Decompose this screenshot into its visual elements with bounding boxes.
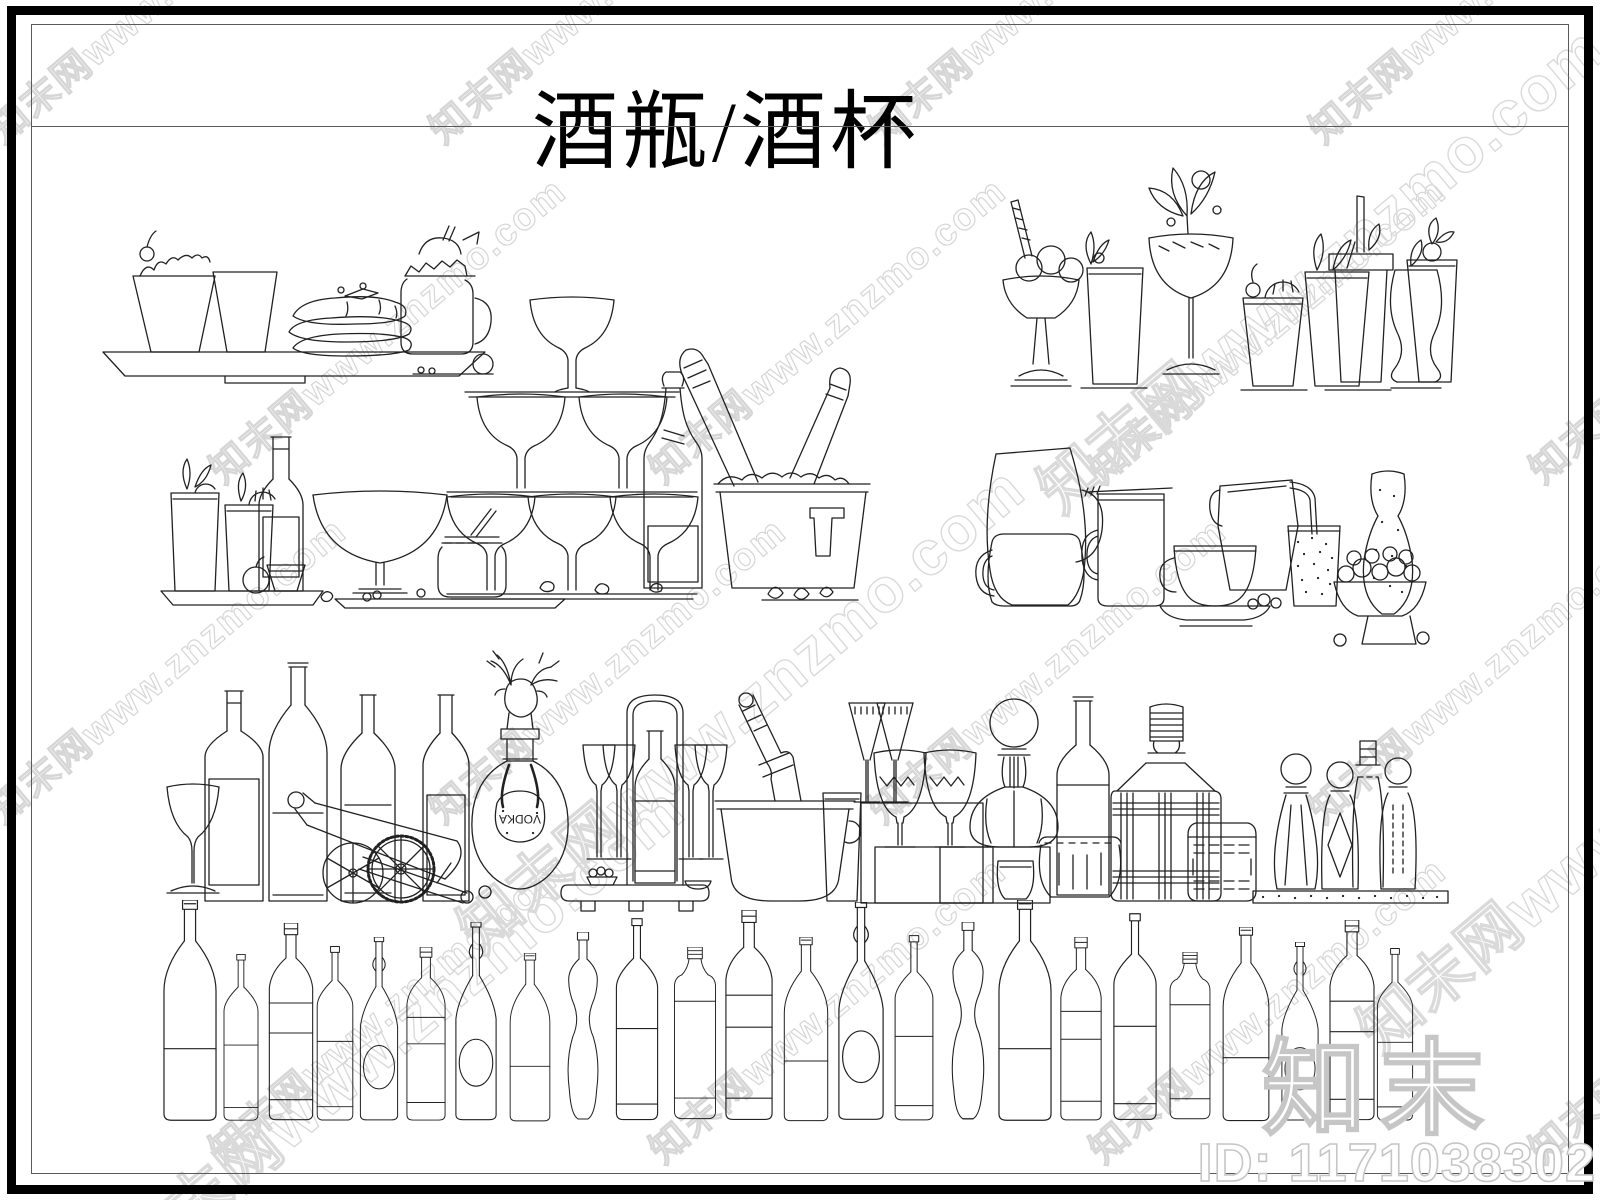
- decanter-tray: [1252, 890, 1449, 904]
- tall-glass: [1080, 231, 1148, 389]
- glass-caddy: [560, 694, 728, 912]
- drawing-cocktail-glasses: [995, 150, 1460, 395]
- drawing-bottle-row: [150, 895, 1440, 1130]
- tilted-bottle-right: [789, 367, 851, 485]
- berry-bowl: [1333, 546, 1430, 647]
- title-separator-line: [31, 126, 1569, 127]
- tier-3: [446, 493, 699, 600]
- page-title: 酒瓶/酒杯: [532, 83, 920, 180]
- nuts: [320, 588, 426, 603]
- berries: [1247, 593, 1282, 610]
- tapered-glass: [1406, 217, 1458, 383]
- bottle-2: [268, 662, 328, 902]
- bottle-lineup: [163, 900, 1414, 1122]
- bottle-3: [340, 694, 396, 902]
- brand-logo: 知末: [1261, 1032, 1498, 1148]
- jar-with-straw: [437, 508, 507, 598]
- inner-frame: [31, 24, 1569, 1174]
- goblets-and-box: [873, 749, 994, 904]
- small-decanter-1: [1273, 753, 1319, 890]
- small-decanter-2: [1321, 761, 1359, 890]
- drawing-dessert-tray: [95, 224, 499, 396]
- tray: [102, 351, 486, 384]
- cannon-bottle-holder: [287, 791, 492, 904]
- sundae-glass: [1002, 199, 1084, 387]
- small-decanter-4: [1379, 757, 1417, 890]
- tier-2: [446, 393, 698, 498]
- drawing-barware-decanters: VODKA: [155, 645, 1450, 913]
- outer-border: [7, 6, 1593, 1194]
- bottle-5: [1056, 696, 1110, 896]
- flutes-and-box: [822, 702, 984, 904]
- ice-rocks: [539, 580, 663, 595]
- drawing-champagne-tower: [445, 292, 700, 612]
- cup-and-saucer: [1159, 545, 1271, 627]
- drawing-champagne-bucket: [618, 338, 888, 606]
- dessert-cup: [132, 230, 278, 353]
- vodka-deer-decanter: VODKA: [471, 650, 569, 890]
- vodka-tag-label: VODKA: [499, 812, 541, 826]
- blender-jar: [1209, 479, 1318, 591]
- wine-glass: [166, 783, 220, 894]
- drawing-serving-tray-bottle-coupe: [155, 425, 635, 610]
- ice-curls: [761, 586, 859, 601]
- mason-jar-shake: [400, 225, 494, 375]
- bottle-1: [204, 690, 264, 902]
- garnished-goblet: [1148, 167, 1234, 375]
- coupe-glass: [312, 490, 448, 594]
- stippled-glass: [1287, 525, 1341, 607]
- barrel-mug: [975, 533, 1085, 607]
- straw-cup: [1324, 195, 1394, 391]
- drawing-pitchers-mugs: [968, 430, 1433, 648]
- tray: [160, 590, 324, 606]
- tilted-bottle-left: [679, 348, 759, 487]
- id-label: ID: 1171038302: [1197, 1133, 1596, 1193]
- glass-mug: [1081, 485, 1173, 607]
- carafe: [1362, 470, 1414, 615]
- ice-bucket-2: [714, 692, 862, 902]
- pitcher: [986, 447, 1104, 606]
- fruit: [242, 566, 270, 594]
- hurricane-glass: [1389, 239, 1443, 389]
- tier-1: [464, 296, 680, 398]
- short-cup: [1240, 263, 1308, 391]
- ice-bucket: [713, 472, 871, 589]
- wine-bottle: [258, 436, 304, 592]
- basket-weave-decanter: [1110, 703, 1222, 902]
- standing-champagne-bottle: [643, 371, 703, 589]
- ball-stopper-decanter: [939, 698, 1059, 904]
- pancake-stack: [288, 282, 412, 357]
- bottle-4: [422, 694, 470, 902]
- basket-weave-jar: [1187, 822, 1257, 902]
- tall-cup: [1304, 233, 1370, 387]
- small-decanter-3: [1351, 740, 1385, 888]
